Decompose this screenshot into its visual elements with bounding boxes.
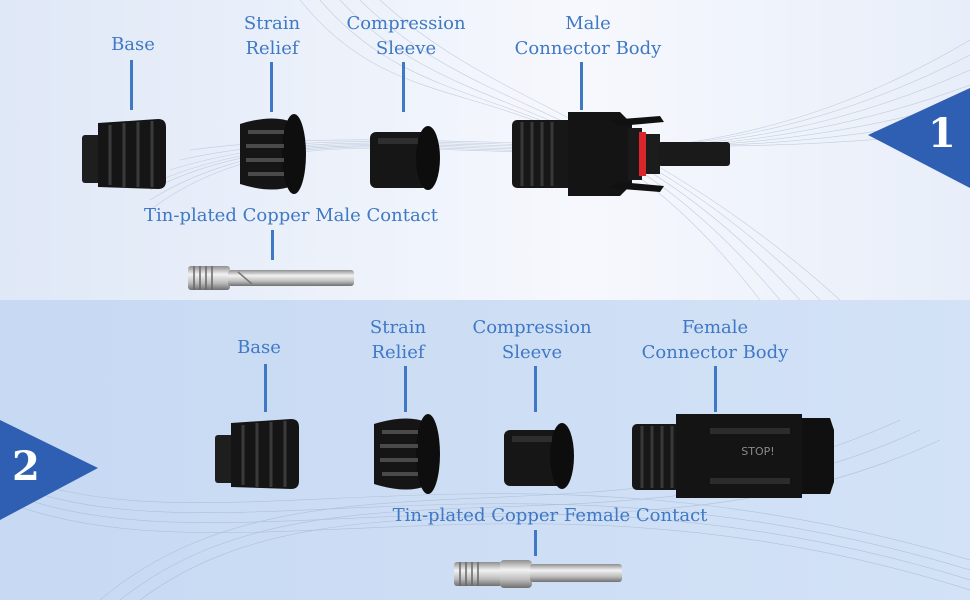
panel1-compression-sleeve-part [370, 126, 440, 190]
panel2-contact-label: Tin-plated Copper Female Contact [392, 505, 708, 526]
panel2-contact-leader [534, 530, 537, 556]
panel1-number: 1 [928, 110, 956, 157]
marker-2 [0, 420, 98, 520]
panel1-compression-sleeve-leader [402, 62, 405, 112]
panel2-female-contact-part [454, 560, 622, 588]
panel1-strain-relief-part [240, 114, 306, 194]
panel2-base-nut [215, 419, 299, 489]
panel2-strain-relief-leader [404, 366, 407, 412]
panel1-connector-body-leader [580, 62, 583, 110]
panel1-contact-label: Tin-plated Copper Male Contact [144, 205, 438, 226]
panel2-base-label: Base [237, 337, 281, 358]
panel1-base-leader [130, 60, 133, 110]
marker-1 [868, 88, 970, 188]
panel1-strain-relief-leader [270, 62, 273, 112]
panel1-contact-leader [271, 230, 274, 260]
panel2-compression-sleeve-part [504, 423, 574, 489]
panel1-base-nut [82, 119, 166, 189]
panel2-connector-body-leader [714, 366, 717, 412]
panel2-number: 2 [12, 443, 40, 490]
panel2-strain-relief-part [374, 414, 440, 494]
panel2-female-body-part: STOP! [632, 414, 834, 498]
panel2-body-marking: STOP! [741, 445, 774, 458]
panel1-base-label: Base [111, 34, 155, 55]
panel1-male-body-part [512, 112, 730, 196]
panel2-compression-sleeve-leader [534, 366, 537, 412]
panel1-male-contact-part [188, 266, 354, 290]
panel2-base-leader [264, 364, 267, 412]
